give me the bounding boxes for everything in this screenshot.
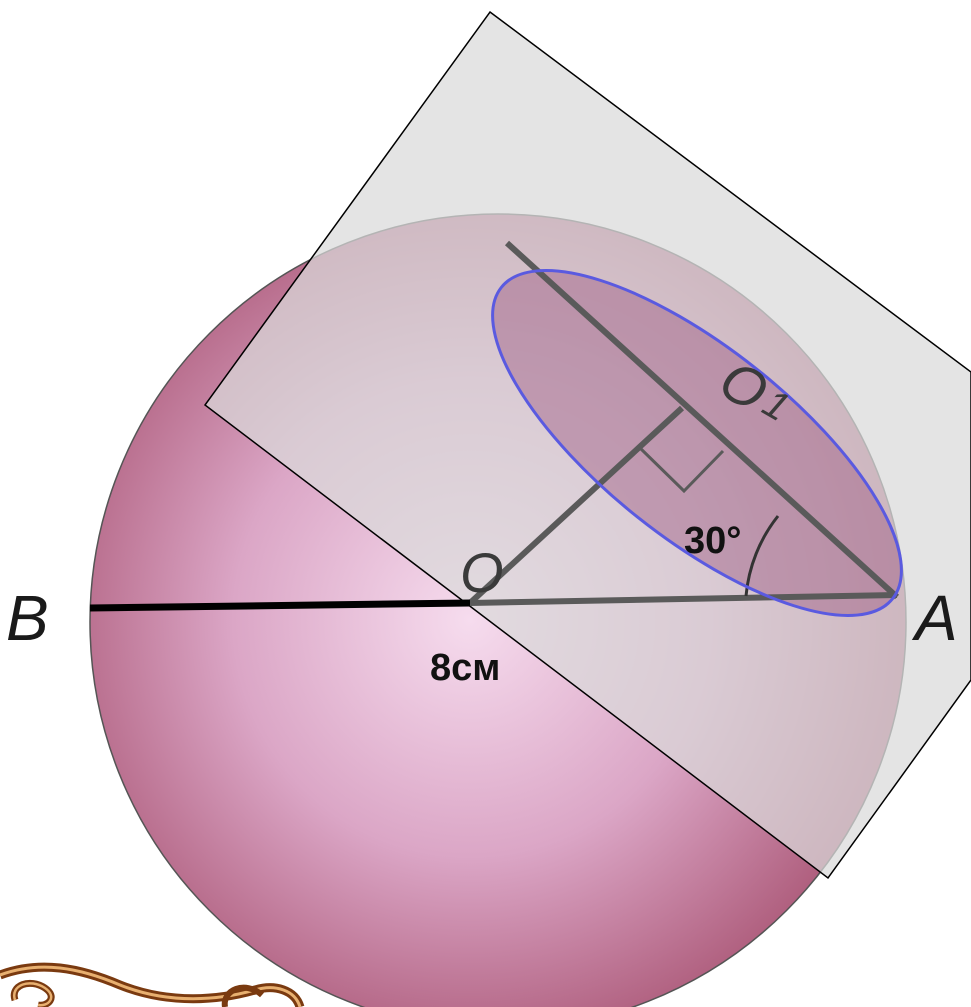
label-length: 8см	[430, 647, 500, 689]
cutting-plane	[203, 10, 971, 880]
perpendicular-segment-o-o1	[467, 405, 685, 606]
label-point-b: B	[6, 582, 49, 654]
label-point-a: A	[911, 582, 958, 654]
ornamental-scroll-decoration	[0, 962, 305, 1007]
label-center-o: O	[460, 541, 504, 604]
right-angle-marker	[637, 445, 725, 494]
section-circle-fill	[492, 270, 902, 616]
label-angle: 30°	[684, 520, 741, 562]
radius-segment-bo	[89, 599, 471, 612]
radius-segment-oa	[469, 592, 898, 606]
section-diameter-segment	[504, 240, 900, 600]
section-circle-outline	[491, 269, 903, 617]
